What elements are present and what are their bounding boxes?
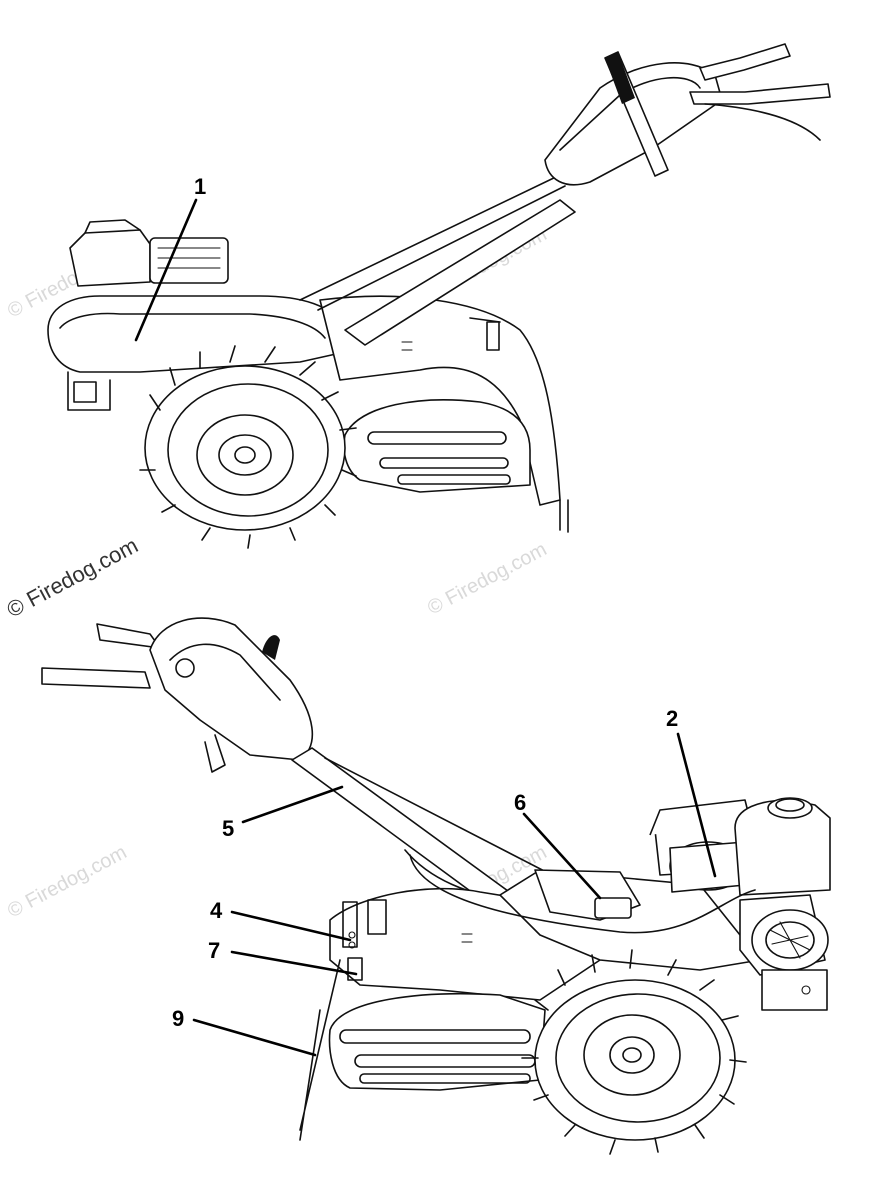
- callout-label-9: 9: [172, 1006, 184, 1031]
- callout-label-7: 7: [208, 938, 220, 963]
- callout-label-6: 6: [514, 790, 526, 815]
- leader-line-5: [241, 785, 344, 824]
- leader-line-7: [230, 950, 358, 976]
- top-wheel: [139, 345, 357, 549]
- callout-label-2: 2: [666, 706, 678, 731]
- tiller-top-view: [47, 43, 831, 549]
- leader-line-4: [230, 910, 352, 942]
- watermark-main: © Firedog.com: [3, 532, 142, 622]
- leader-line-9: [192, 1018, 317, 1057]
- bottom-wheel: [521, 949, 747, 1155]
- watermark-faint-3: © Firedog.com: [424, 538, 550, 619]
- leader-line-6: [522, 812, 602, 900]
- watermark-faint-4: © Firedog.com: [4, 841, 130, 922]
- callout-label-4: 4: [210, 898, 223, 923]
- leader-line-2: [676, 732, 717, 878]
- tiller-bottom-view: [41, 617, 831, 1155]
- leader-line-1: [134, 198, 198, 342]
- callout-label-1: 1: [194, 174, 206, 199]
- callout-label-5: 5: [222, 816, 234, 841]
